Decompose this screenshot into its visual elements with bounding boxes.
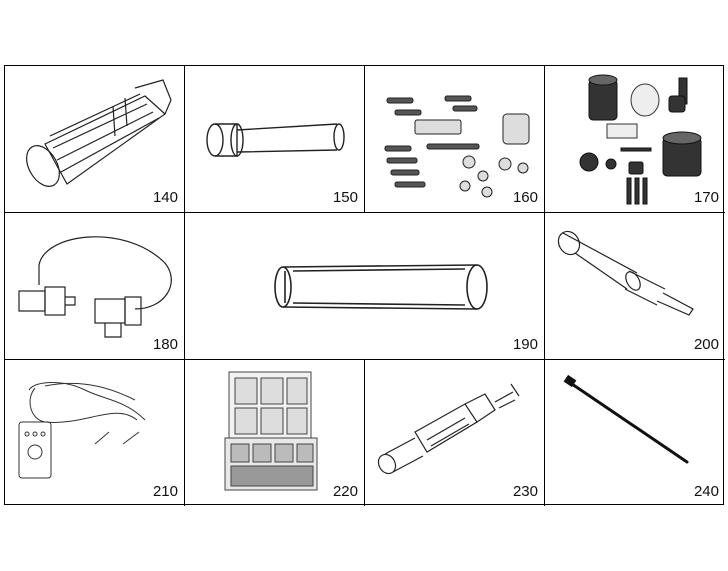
tool-cell-200: 200 [545, 213, 725, 360]
item-number: 200 [693, 336, 719, 353]
tool-cell-180: 180 [5, 213, 185, 360]
tool-cell-230: 230 [365, 360, 545, 506]
tool-cell-160: 160 [365, 66, 545, 213]
item-number: 140 [152, 189, 178, 206]
item-number: 240 [693, 483, 719, 500]
tool-cell-210: 210 [5, 360, 185, 506]
pin-tool-icon [206, 123, 345, 157]
installer-tool-icon [557, 230, 694, 316]
item-number: 230 [512, 483, 538, 500]
item-number: 170 [693, 189, 719, 206]
tool-cell-220: 220 [185, 360, 365, 506]
tool-grid: 140 150 [4, 65, 725, 506]
tool-cell-240: 240 [545, 360, 725, 506]
item-number: 190 [512, 336, 538, 353]
tool-cell-140: 140 [5, 66, 185, 213]
item-number: 210 [152, 483, 178, 500]
parts-case-icon [224, 371, 318, 491]
tool-cell-190: 190 [185, 213, 545, 360]
hose-coupling-icon [18, 236, 172, 338]
item-number: 150 [332, 189, 358, 206]
item-number: 180 [152, 336, 178, 353]
bearing-puller-kit-icon [579, 74, 702, 205]
tool-cell-150: 150 [185, 66, 365, 213]
long-rod-icon [563, 374, 689, 464]
tube-tool-icon [274, 264, 488, 310]
spline-shaft-icon [26, 79, 172, 187]
tool-cell-170: 170 [545, 66, 725, 213]
bolt-kit-icon [384, 95, 530, 198]
test-leads-box-icon [18, 382, 146, 479]
item-number: 160 [512, 189, 538, 206]
hydraulic-puller-icon [377, 383, 520, 475]
item-number: 220 [332, 483, 358, 500]
